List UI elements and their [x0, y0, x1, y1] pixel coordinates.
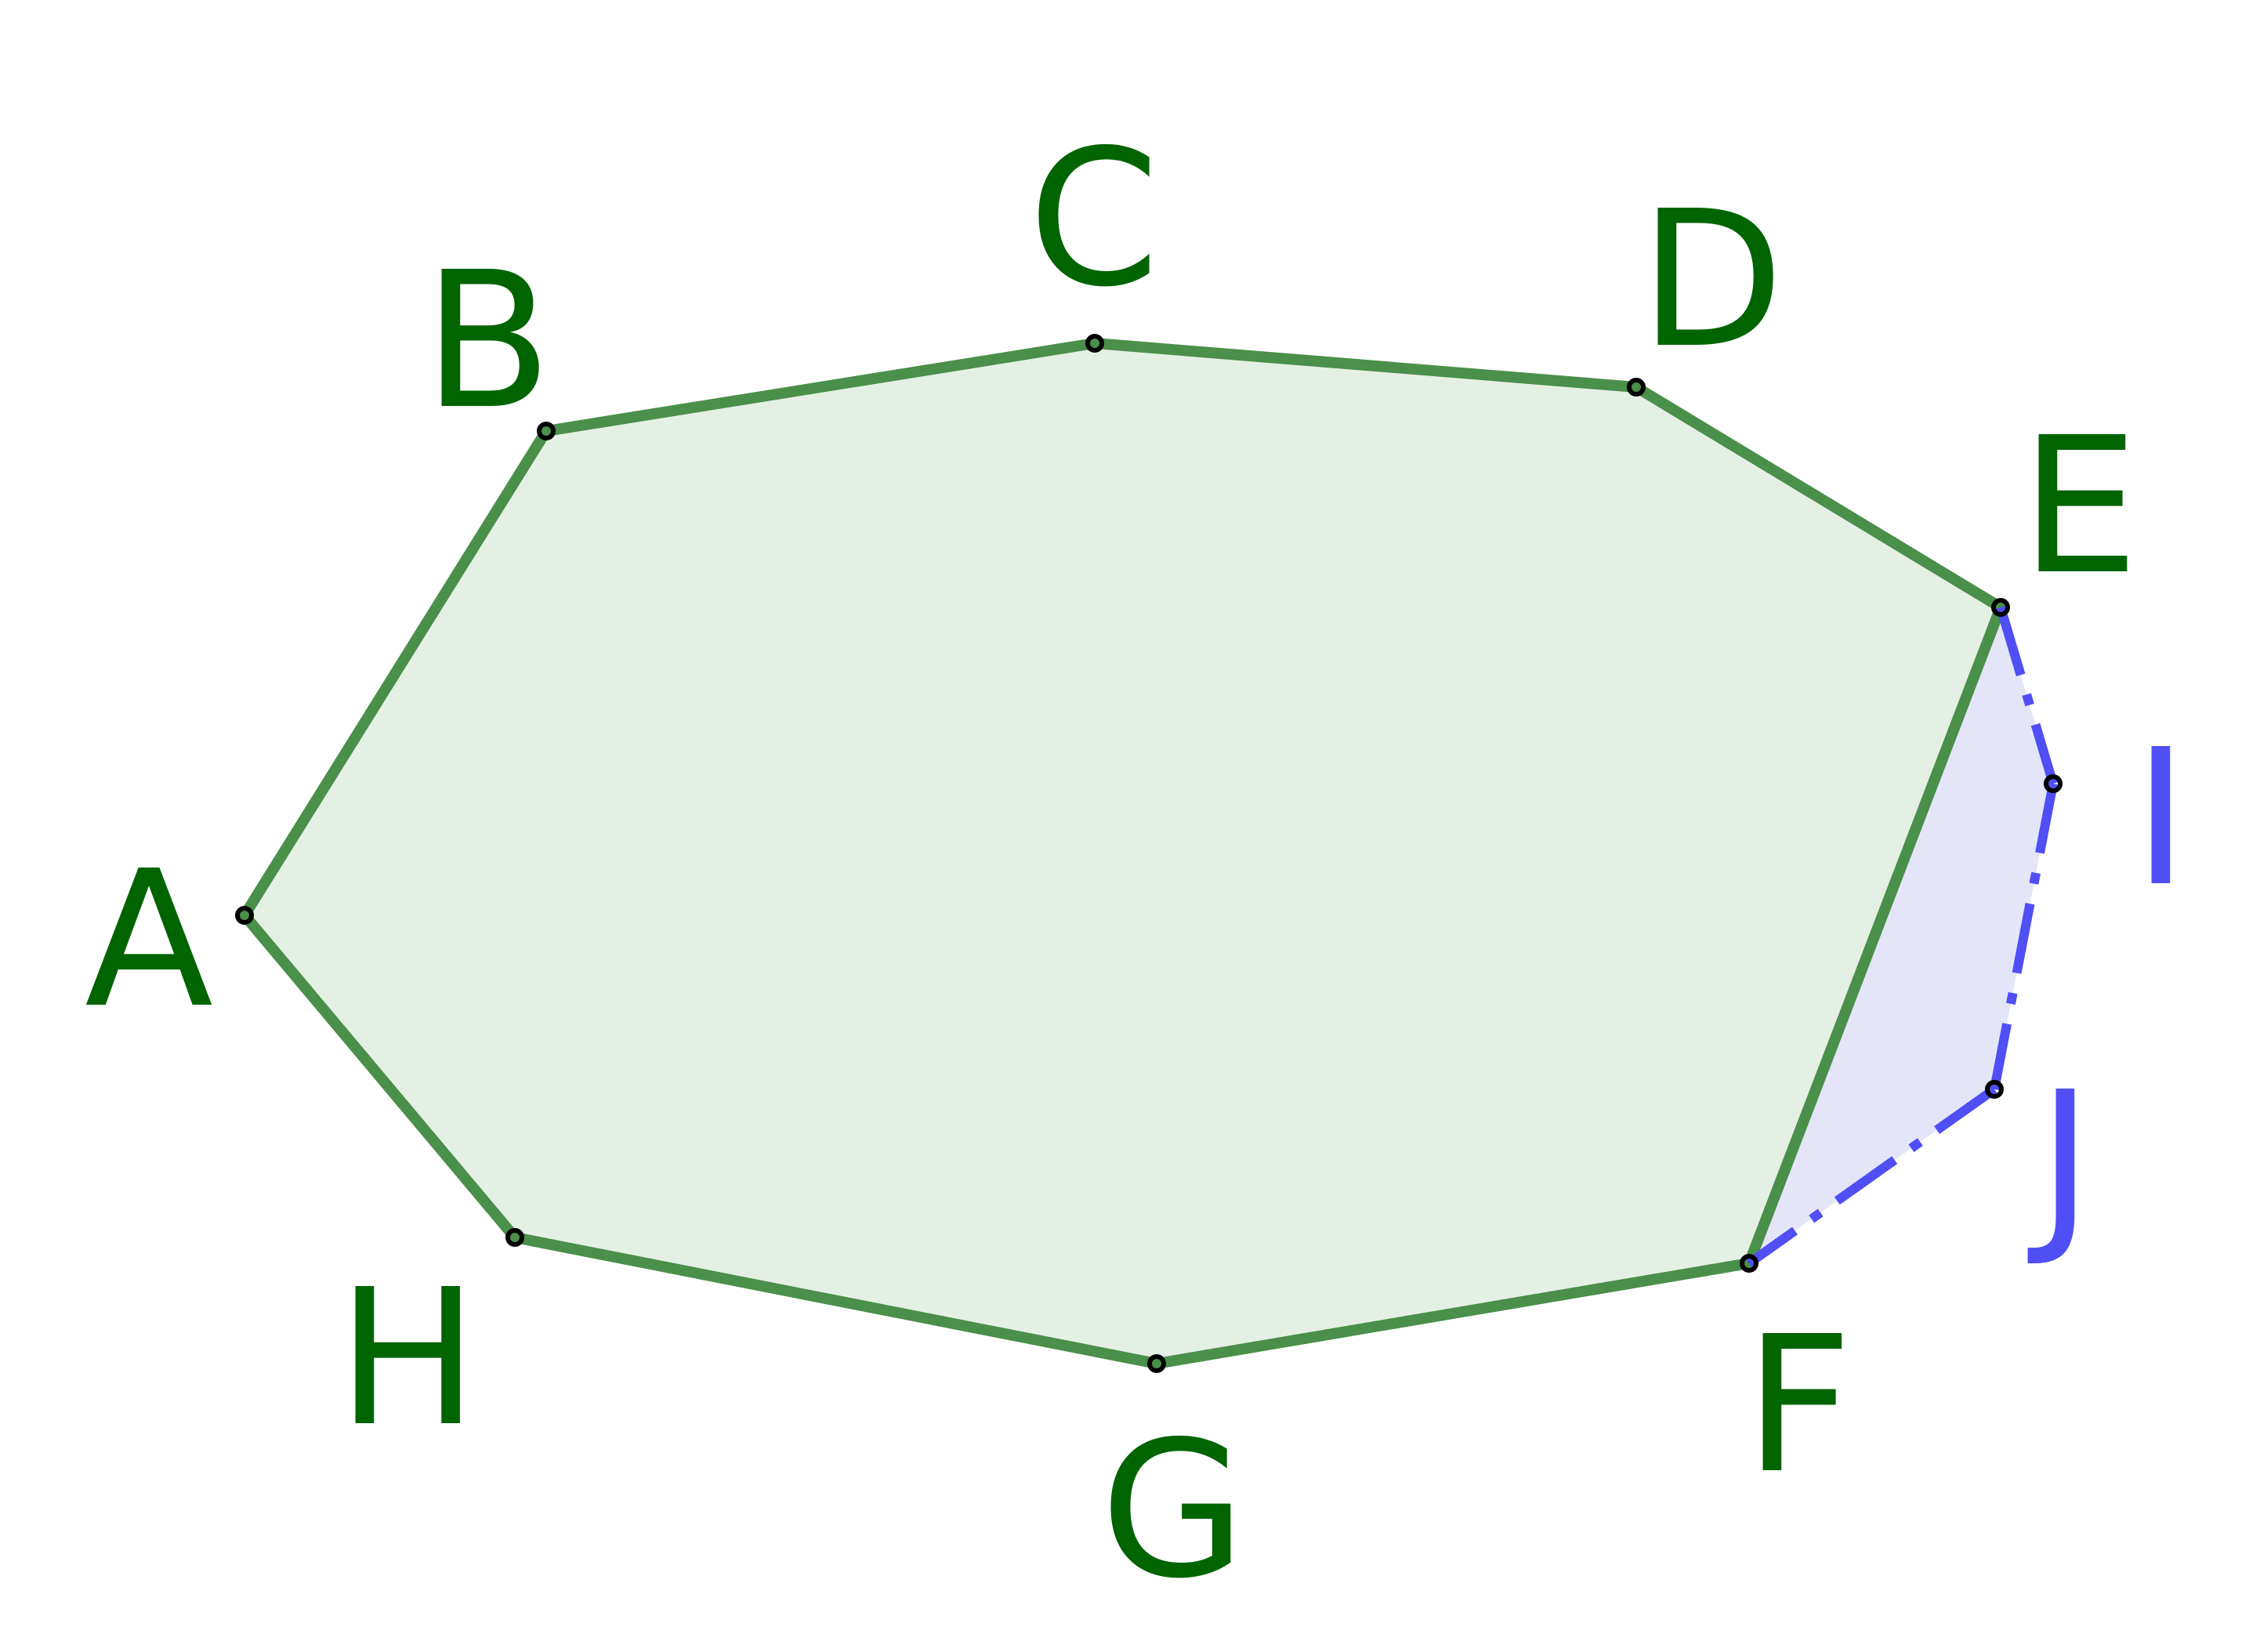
label-d: D	[1639, 170, 1784, 389]
label-f: F	[1744, 1295, 1853, 1515]
label-c: C	[1028, 109, 1160, 328]
point-i[interactable]	[2044, 774, 2063, 793]
edge-ei	[1996, 606, 2058, 785]
point-j[interactable]	[1985, 1080, 2004, 1099]
point-e[interactable]	[1991, 598, 2010, 617]
point-d[interactable]	[1627, 378, 1646, 397]
label-h: H	[337, 1248, 478, 1468]
blue-polyline-edges	[1746, 606, 2058, 1267]
edge-ij	[1990, 782, 2058, 1091]
point-b[interactable]	[537, 422, 556, 440]
point-h[interactable]	[505, 1228, 524, 1247]
label-e: E	[2020, 397, 2139, 616]
label-j: J	[2027, 1051, 2093, 1270]
vertex-labels: A B C D E F G H I J	[85, 109, 2189, 1620]
vertex-points	[235, 334, 2063, 1373]
label-g: G	[1100, 1400, 1246, 1620]
polygon-abcdefgh	[239, 338, 2006, 1369]
point-g[interactable]	[1147, 1354, 1166, 1373]
label-b: B	[423, 231, 552, 451]
point-a[interactable]	[235, 906, 254, 925]
point-f[interactable]	[1740, 1254, 1758, 1273]
label-i: I	[2133, 708, 2189, 928]
label-a: A	[85, 830, 213, 1049]
point-c[interactable]	[1085, 334, 1104, 353]
edge-jf	[1746, 1085, 1997, 1267]
